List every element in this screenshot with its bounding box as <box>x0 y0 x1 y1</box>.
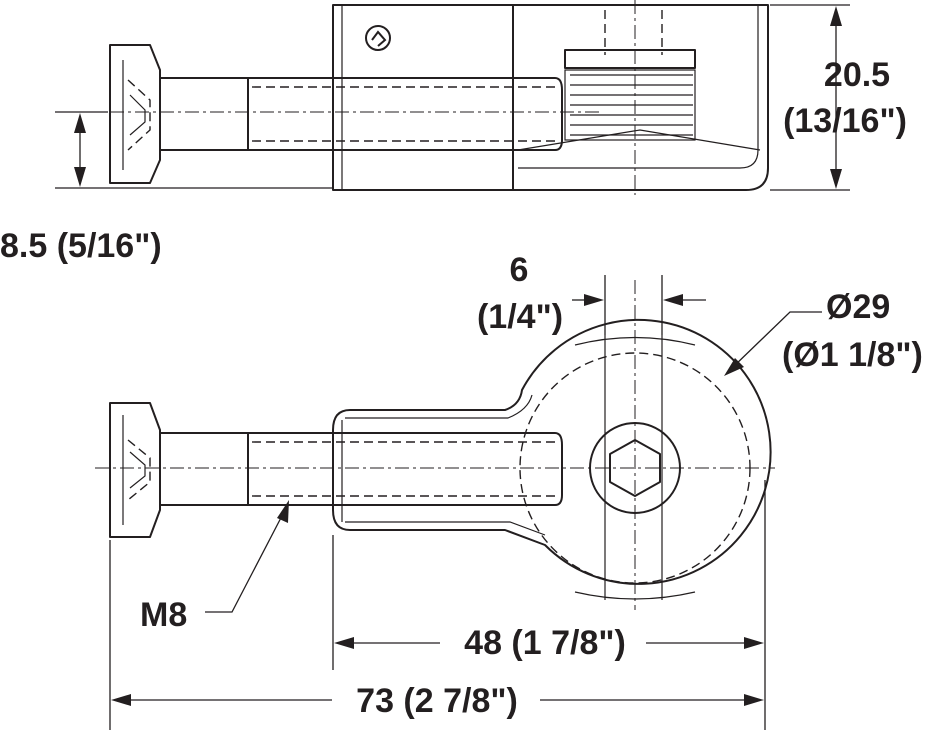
side-view <box>60 0 769 195</box>
housing-length-label: 48 (1 7/8") <box>464 624 626 662</box>
height-connector-inch-label: (13/16") <box>783 102 907 140</box>
diameter-inch-label: (Ø1 1/8") <box>782 336 923 374</box>
bolt-offset-label: 8.5 (5/16") <box>0 227 162 265</box>
plan-view-bolt-head <box>109 402 161 538</box>
dim-thread: M8 <box>140 500 289 634</box>
dim-housing-length: 48 (1 7/8") <box>332 480 766 730</box>
plan-view-bolt-shank <box>160 432 249 506</box>
dim-bolt-offset: 8.5 (5/16") <box>0 111 332 265</box>
side-view-housing <box>332 4 769 191</box>
dim-slot-width: 6 (1/4") <box>477 251 706 336</box>
dim-diameter: Ø29 (Ø1 1/8") <box>724 288 923 376</box>
slot-width-label: 6 <box>510 251 529 289</box>
total-length-label: 73 (2 7/8") <box>356 682 518 720</box>
dim-total-length: 73 (2 7/8") <box>109 540 764 730</box>
dim-height-connector: 20.5 (13/16") <box>770 4 907 191</box>
hafele-logo-icon <box>365 25 391 51</box>
thread-label: M8 <box>140 596 187 634</box>
height-connector-label: 20.5 <box>824 56 890 94</box>
plan-view-housing <box>332 318 772 585</box>
hex-socket-icon <box>609 439 661 497</box>
side-view-bolt-shank <box>160 77 249 151</box>
slot-width-inch-label: (1/4") <box>477 298 563 336</box>
diameter-label: Ø29 <box>826 288 890 326</box>
side-view-bolt-head <box>109 44 161 184</box>
plan-view <box>95 280 775 610</box>
